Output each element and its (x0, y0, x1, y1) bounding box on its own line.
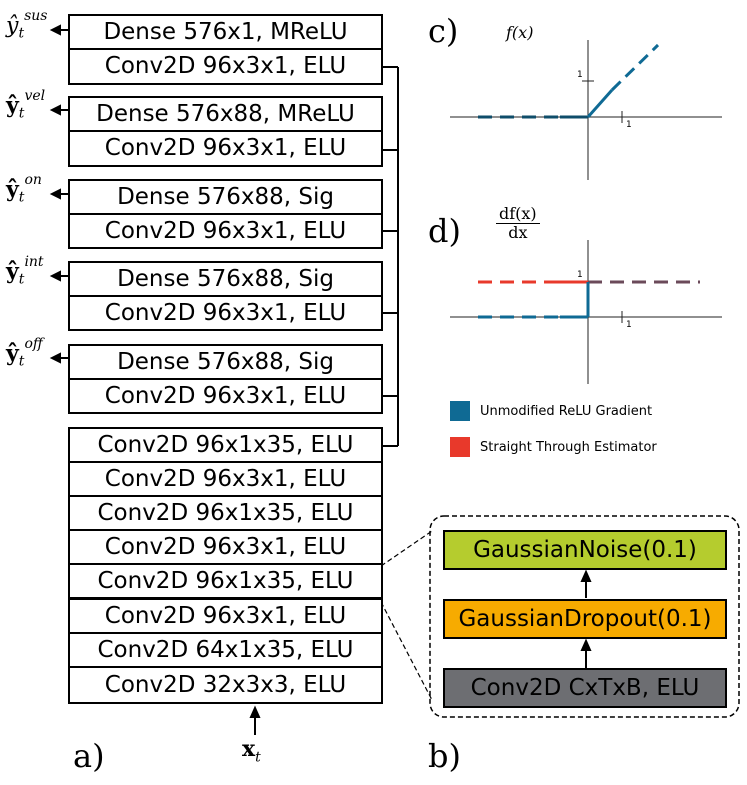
head-conv-5: Conv2D 96x3x1, ELU (68, 378, 383, 414)
trunk-layer-8: Conv2D 32x3x3, ELU (68, 666, 383, 704)
legend-item-relu: Unmodified ReLU Gradient (450, 401, 652, 421)
head-dense-1: Dense 576x1, MReLU (68, 14, 383, 50)
head-conv-1: Conv2D 96x3x1, ELU (68, 48, 383, 85)
zoom-line-bottom (380, 601, 433, 701)
input-label: xt (242, 736, 261, 766)
plot-d-numerator: df(x) (496, 205, 540, 224)
panel-label-d: d) (428, 212, 461, 250)
panel-label-b: b) (428, 737, 461, 775)
head-dense-4: Dense 576x88, Sig (68, 261, 383, 297)
legend-item-ste: Straight Through Estimator (450, 437, 657, 457)
output-label-off: ŷtoff (6, 336, 43, 370)
plot-d (450, 240, 722, 384)
plot-d-denominator: dx (508, 222, 528, 242)
output-label-vel: ŷtvel (6, 88, 46, 122)
input-arrow (249, 705, 261, 735)
trunk-layer-4: Conv2D 96x3x1, ELU (68, 529, 383, 565)
trunk-layer-7: Conv2D 64x1x35, ELU (68, 632, 383, 668)
detail-conv: Conv2D CxTxB, ELU (443, 668, 727, 708)
output-label-on: ŷton (6, 172, 42, 206)
output-label-int: ŷtint (6, 254, 44, 288)
legend-swatch-blue (450, 401, 470, 421)
trunk-layer-6: Conv2D 96x3x1, ELU (68, 598, 383, 634)
plot-c (450, 40, 722, 180)
legend-swatch-red (450, 437, 470, 457)
detail-arrows (580, 569, 592, 668)
detail-gaussian-dropout: GaussianDropout(0.1) (443, 599, 727, 639)
panel-label-c: c) (428, 12, 459, 50)
legend-label-relu: Unmodified ReLU Gradient (480, 403, 653, 419)
output-arrows (49, 24, 68, 364)
plot-d-derivative-label: df(x) dx (496, 205, 540, 241)
head-conv-2: Conv2D 96x3x1, ELU (68, 130, 383, 167)
head-dense-2: Dense 576x88, MReLU (68, 96, 383, 132)
trunk-layer-2: Conv2D 96x3x1, ELU (68, 461, 383, 497)
plot-c-tick-x: 1 (626, 120, 632, 130)
plot-d-tick-y: 1 (577, 270, 583, 280)
legend-label-ste: Straight Through Estimator (480, 439, 657, 455)
head-dense-3: Dense 576x88, Sig (68, 179, 383, 215)
head-conv-4: Conv2D 96x3x1, ELU (68, 295, 383, 331)
panel-label-a: a) (73, 737, 105, 775)
detail-panel-frame (429, 515, 740, 718)
head-dense-5: Dense 576x88, Sig (68, 344, 383, 380)
plot-d-tick-x: 1 (626, 320, 632, 330)
plot-c-function-label: f(x) (506, 23, 534, 42)
trunk-layer-3: Conv2D 96x1x35, ELU (68, 495, 383, 531)
output-label-sus: ŷtsus (6, 8, 48, 42)
trunk-layer-5: Conv2D 96x1x35, ELU (68, 563, 383, 599)
detail-gaussian-noise: GaussianNoise(0.1) (443, 530, 727, 570)
plot-c-tick-y: 1 (577, 70, 583, 80)
zoom-line-top (380, 530, 433, 567)
head-conv-3: Conv2D 96x3x1, ELU (68, 213, 383, 249)
trunk-layer-1: Conv2D 96x1x35, ELU (68, 427, 383, 463)
